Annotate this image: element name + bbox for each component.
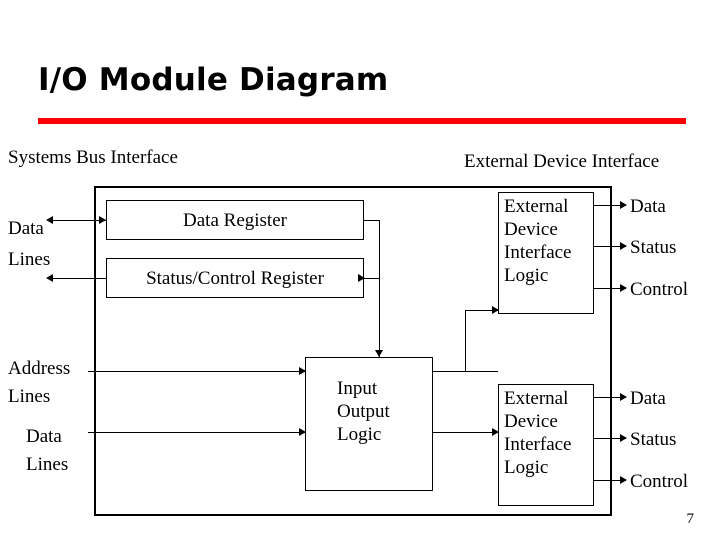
connector-data-register-right (364, 220, 380, 221)
device-signal-bottom-control: Control (630, 471, 689, 492)
connector-data-lines-to-status-control-register (50, 278, 106, 279)
slide-page-number: 7 (686, 511, 695, 527)
arrowhead-into-io-logic-top (375, 350, 383, 357)
device-signal-top-control: Control (630, 279, 689, 300)
status-control-register-box (106, 258, 364, 298)
connector-io-logic-riser-top (465, 310, 466, 371)
arrowhead-status-control-register-right (358, 274, 365, 282)
arrowhead-status-control-left (46, 274, 53, 282)
external-device-interface-logic-top-label: External Device Interface Logic (504, 196, 572, 286)
title-underline-rule (38, 118, 686, 124)
connector-address-lines-to-io-logic (88, 371, 305, 372)
arrowhead-ext-bottom-data (620, 393, 627, 401)
bus-label-address-lines-line2: Lines (8, 386, 51, 407)
arrowhead-address-lines-into-io-logic (299, 367, 306, 375)
external-device-interface-logic-bottom-label: External Device Interface Logic (504, 388, 572, 478)
arrowhead-data-lines-top-left (46, 216, 53, 224)
connector-ext-bottom-data (594, 397, 626, 398)
bus-label-data-lines-bottom-line2: Lines (26, 454, 69, 475)
bus-label-data-lines-top-line1: Data (8, 218, 44, 239)
bus-label-data-lines-top-line2: Lines (8, 249, 51, 270)
device-signal-top-data: Data (630, 196, 666, 217)
io-module-frame (94, 186, 612, 516)
external-device-interface-logic-bottom-box (498, 384, 594, 506)
external-device-interface-logic-top-box (498, 192, 594, 314)
arrowhead-ext-bottom-control (620, 476, 627, 484)
connector-io-logic-to-ext-logic-top (433, 371, 498, 372)
connector-ext-logic-top-inlet (465, 310, 498, 311)
connector-ext-top-data (594, 205, 626, 206)
input-output-logic-label: Input Output Logic (337, 378, 390, 445)
device-signal-bottom-data: Data (630, 388, 666, 409)
data-register-label: Data Register (183, 210, 287, 231)
arrowhead-ext-top-status (620, 242, 627, 250)
arrowhead-into-ext-logic-top (492, 306, 499, 314)
page-title: I/O Module Diagram (38, 62, 389, 98)
arrowhead-data-register-left-in (99, 216, 106, 224)
connector-ext-top-control (594, 288, 626, 289)
arrowhead-ext-top-control (620, 284, 627, 292)
arrowhead-into-ext-logic-bottom (492, 428, 499, 436)
bus-label-address-lines-line1: Address (8, 358, 71, 379)
heading-external-device-interface: External Device Interface (464, 151, 660, 172)
arrowhead-data-lines-bottom-into-io-logic (299, 428, 306, 436)
arrowhead-ext-top-data (620, 201, 627, 209)
data-register-box (106, 200, 364, 240)
device-signal-top-status: Status (630, 237, 677, 258)
connector-ext-top-status (594, 246, 626, 247)
bus-label-data-lines-bottom-line1: Data (26, 426, 62, 447)
connector-ext-bottom-status (594, 438, 626, 439)
connector-status-control-right (364, 278, 380, 279)
device-signal-bottom-status: Status (630, 429, 677, 450)
connector-data-lines-to-data-register (50, 220, 106, 221)
input-output-logic-box (305, 357, 433, 491)
connector-data-lines-bottom-to-io-logic (88, 432, 305, 433)
connector-ext-bottom-control (594, 480, 626, 481)
heading-systems-bus-interface: Systems Bus Interface (8, 147, 178, 168)
status-control-register-label: Status/Control Register (146, 268, 324, 289)
connector-data-register-down (379, 220, 380, 357)
connector-io-logic-to-ext-logic-bottom (433, 432, 498, 433)
arrowhead-ext-bottom-status (620, 434, 627, 442)
